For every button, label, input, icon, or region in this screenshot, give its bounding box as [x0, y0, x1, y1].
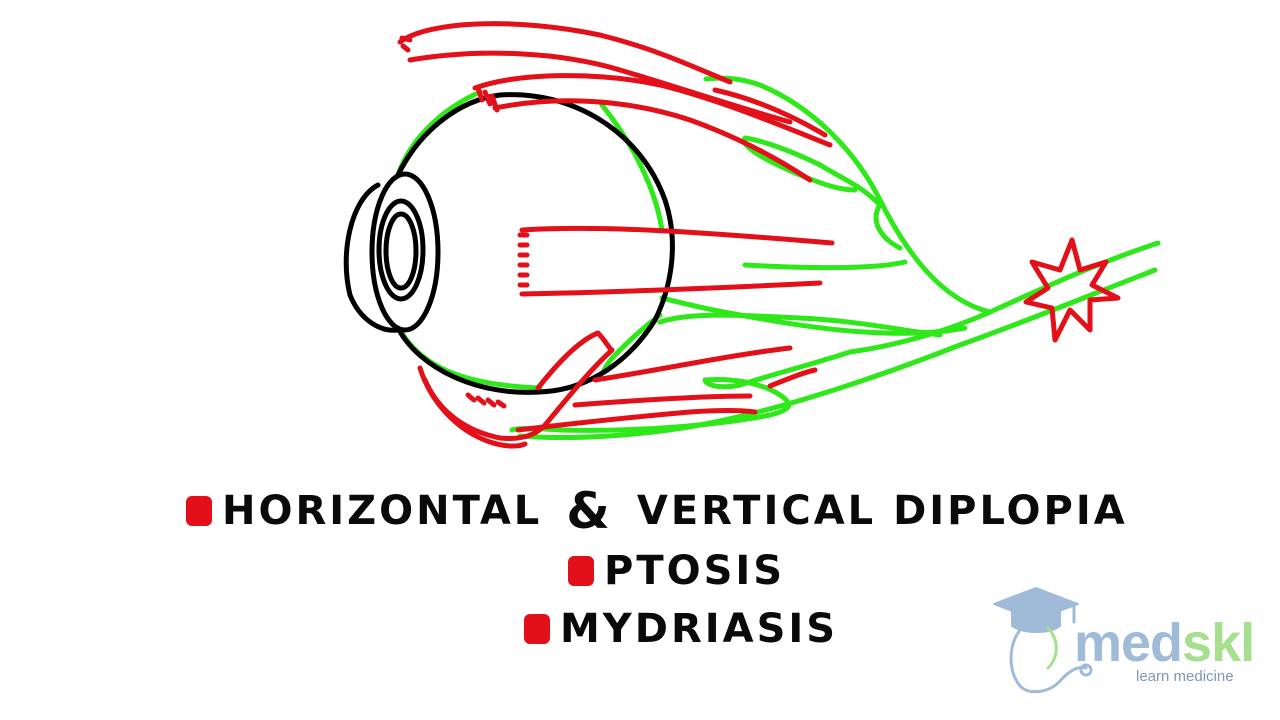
logo-name-skl: skl — [1182, 613, 1255, 673]
nerve-superior-branch-2 — [741, 135, 883, 208]
bullet-marker — [524, 614, 550, 644]
symptom-ptosis: PTOSIS — [604, 548, 786, 594]
medial-rectus-upper — [519, 225, 835, 246]
inferior-rectus-lower — [572, 393, 753, 408]
lesion-star-icon — [1023, 237, 1121, 343]
levator-palpebrae-upper — [397, 21, 733, 85]
oculomotor-nerve — [395, 75, 1161, 440]
symptom-diplopia-connector: & — [566, 482, 613, 540]
nerve-medial-branch-2 — [873, 202, 903, 251]
superior-rectus-tendon-inner — [712, 87, 828, 138]
medial-rectus-lower — [519, 280, 823, 297]
eye-green-outline-back — [599, 102, 665, 233]
symptom-mydriasis: MYDRIASIS — [560, 606, 839, 652]
eyeball — [343, 92, 675, 395]
nerve-ciliary-branch — [600, 312, 663, 375]
cornea-outer — [343, 182, 401, 333]
inferior-rectus-end — [767, 367, 818, 389]
iris-outer — [376, 198, 426, 302]
superior-rectus-upper — [472, 73, 833, 148]
extraocular-muscles — [397, 21, 835, 449]
inferior-oblique-insertion — [465, 392, 507, 409]
inferior-oblique-inner — [422, 330, 615, 441]
inferior-rectus-tendon — [515, 408, 758, 433]
bullet-marker — [568, 556, 594, 586]
symptom-row-mydriasis: MYDRIASIS — [524, 606, 838, 652]
logo-name-med: med — [1074, 613, 1183, 673]
pupil — [383, 211, 419, 291]
bullet-marker — [186, 496, 212, 526]
cornea — [369, 171, 441, 333]
medial-rectus-insertion — [517, 232, 530, 288]
symptom-diplopia-part1: HORIZONTAL — [222, 488, 543, 534]
nerve-main-trunk-lower — [517, 267, 1158, 440]
symptom-row-ptosis: PTOSIS — [568, 548, 785, 594]
medskl-logo: medskl learn medicine — [990, 586, 1255, 702]
logo-wordmark: medskl — [1074, 612, 1255, 674]
nerve-inferior-branch-2 — [657, 312, 943, 338]
eyeball-outline — [395, 92, 675, 395]
superior-rectus-insertion — [475, 85, 500, 113]
symptom-diplopia-part2: VERTICAL DIPLOPIA — [636, 488, 1128, 534]
logo-tagline: learn medicine — [1136, 668, 1234, 685]
symptom-row-diplopia: HORIZONTAL & VERTICAL DIPLOPIA — [186, 482, 1128, 540]
superior-rectus-lower — [492, 98, 813, 183]
levator-palpebrae-end — [399, 35, 413, 53]
graduation-cap-stethoscope-icon — [993, 587, 1093, 694]
nerve-superior-division — [703, 75, 993, 315]
levator-palpebrae-lower — [407, 50, 793, 125]
inferior-rectus-upper — [592, 345, 793, 383]
nerve-to-inferior-oblique — [509, 349, 853, 433]
nerve-medial-branch — [742, 259, 908, 271]
